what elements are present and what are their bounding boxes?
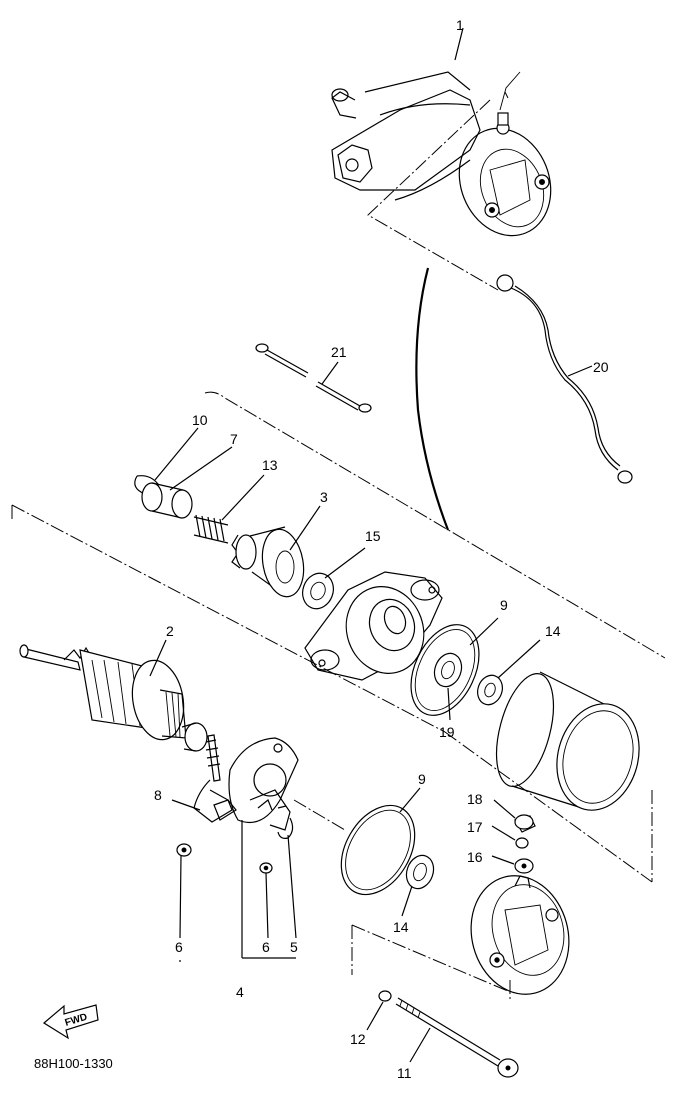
collar [141,482,193,519]
leader-1 [454,27,464,61]
nut-6-middle [259,862,273,874]
callout-10: 10 [192,412,208,428]
callout-13: 13 [262,457,278,473]
leader-4 [241,820,296,959]
callout-11: 11 [397,1065,412,1081]
long-bolt [395,997,519,1078]
through-bolts [255,343,372,413]
leader-18 [493,799,516,819]
callout-17: 17 [467,819,483,835]
callout-4: 4 [236,984,244,1000]
callout-2: 2 [166,623,174,639]
leader-14-upper [497,639,541,679]
fwd-arrow-icon [42,1004,99,1040]
lead-wire [496,274,633,484]
drawing-number: 88H100-1330 [34,1056,113,1071]
brush-plate [228,737,299,839]
callout-15: 15 [365,528,381,544]
plate-link-line [293,799,346,831]
leader-11 [409,1027,431,1063]
leader-8 [171,799,201,811]
spring [193,514,229,544]
leader-5 [287,834,297,939]
washer-14-upper [477,674,503,706]
leader-6-middle [265,872,269,939]
callout-8: 8 [154,787,162,803]
callout-6-middle: 6 [262,939,270,955]
callout-3: 3 [320,489,328,505]
leader-7 [169,446,233,491]
left-frame-line [11,504,446,733]
rear-cover [470,875,570,995]
leader-2 [149,639,167,677]
leader-3 [289,505,321,551]
middle-frame-line [444,731,653,883]
part1-bracket-line [367,91,509,291]
armature [19,644,208,752]
yoke-housing [495,671,640,811]
leader-19 [447,687,451,721]
callout-1: 1 [456,17,464,33]
o-ring-lower [340,804,416,896]
leader-10 [154,427,199,481]
callout-14-upper: 14 [545,623,561,639]
callout-14-lower: 14 [393,919,409,935]
callout-9-lower: 9 [418,771,426,787]
washer-12 [378,990,392,1002]
leader-20 [567,365,593,377]
lower-frame-line [351,924,511,1000]
callout-9-upper: 9 [500,597,508,613]
leader-21 [321,361,339,385]
callout-12: 12 [350,1031,366,1047]
callout-16: 16 [467,849,483,865]
washer-14-lower [405,854,435,890]
upper-frame-line [204,391,666,659]
callout-7: 7 [230,431,238,447]
leader-12 [366,1001,384,1031]
pinion-clutch [231,526,305,598]
callout-5: 5 [290,939,298,955]
nut-6-left [176,843,192,857]
leader-17 [491,825,516,841]
assembly-link-arc [415,267,450,531]
callout-6-left: 6 [175,939,183,955]
washer-19 [433,652,463,688]
leader-14-lower [401,885,413,917]
brush-lead [193,734,237,823]
callout-18: 18 [467,791,483,807]
callout-20: 20 [593,359,609,375]
leader-9-upper [469,617,499,646]
leader-13 [221,474,265,521]
leader-15 [324,547,366,579]
terminal-hardware [514,814,536,874]
callout-19: 19 [439,724,455,740]
leader-6-left [179,855,182,939]
starter-motor-assembly [331,71,552,237]
leader-16 [491,855,515,865]
washer-15 [302,572,334,610]
front-cover [304,571,443,681]
leader-9-lower [399,787,421,813]
callout-21: 21 [331,344,347,360]
